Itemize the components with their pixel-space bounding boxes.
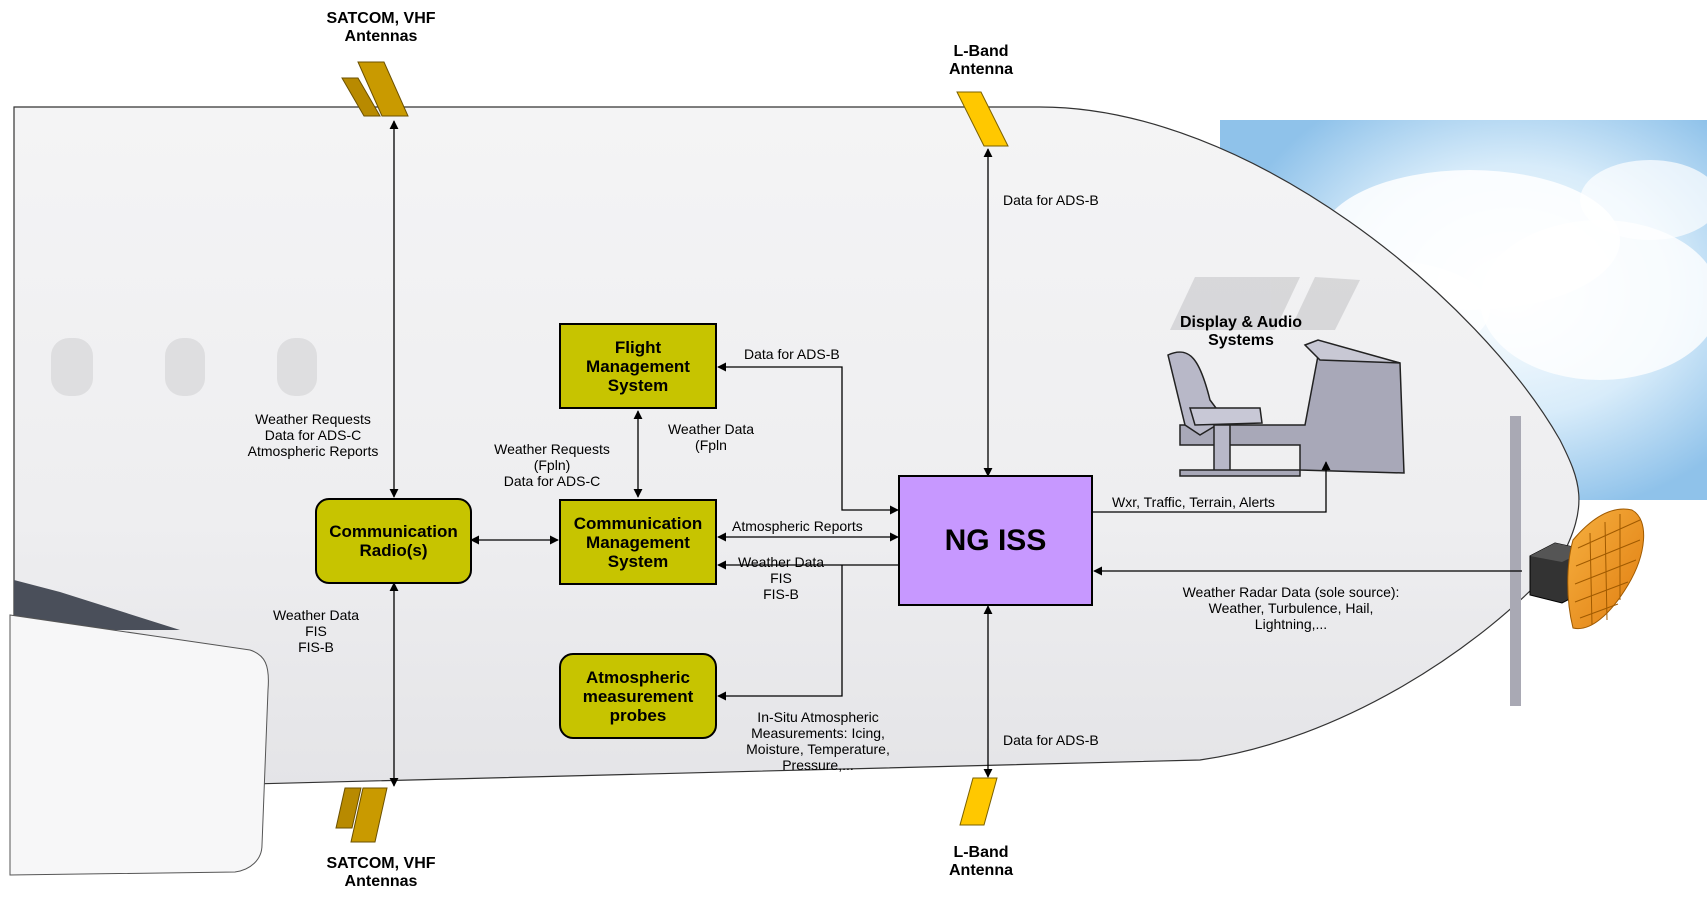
arrow-fms-ngiss: [717, 362, 899, 515]
label-fms-ngiss: Data for ADS-B: [744, 346, 840, 362]
l-band-antenna-bottom: [959, 777, 998, 826]
label-radar-ngiss: Weather Radar Data (sole source):Weather…: [1182, 584, 1400, 632]
label-ngiss-display: Wxr, Traffic, Terrain, Alerts: [1112, 494, 1275, 510]
satcom-vhf-antenna-top: [341, 61, 409, 117]
satcom-vhf-antenna-bottom: [335, 787, 388, 843]
ng-iss-box: NG ISS: [898, 475, 1093, 606]
window-1: [51, 338, 93, 396]
wing: [9, 580, 269, 876]
label-lband-bottom-ngiss: Data for ADS-B: [1003, 732, 1099, 748]
l-band-antenna-top: [956, 91, 1009, 147]
window-2: [165, 338, 205, 396]
connectors: [389, 120, 1522, 787]
radome-bulkhead: [1510, 416, 1521, 706]
label-cms-to-fms: Weather Requests(Fpln)Data for ADS-C: [494, 441, 610, 489]
cockpit-seat-icon: [1167, 339, 1405, 477]
weather-radar-icon: [1529, 508, 1645, 630]
label-cms-ngiss-reports: Atmospheric Reports: [732, 518, 863, 534]
arrow-probes-ngiss: [717, 565, 843, 701]
label-fms-to-cms: Weather Data(Fpln: [667, 421, 755, 453]
arrow-ngiss-display: [1092, 461, 1331, 513]
cockpit-windows: [1170, 277, 1360, 330]
label-lband-top-ngiss: Data for ADS-B: [1003, 192, 1099, 208]
window-3: [277, 338, 317, 396]
